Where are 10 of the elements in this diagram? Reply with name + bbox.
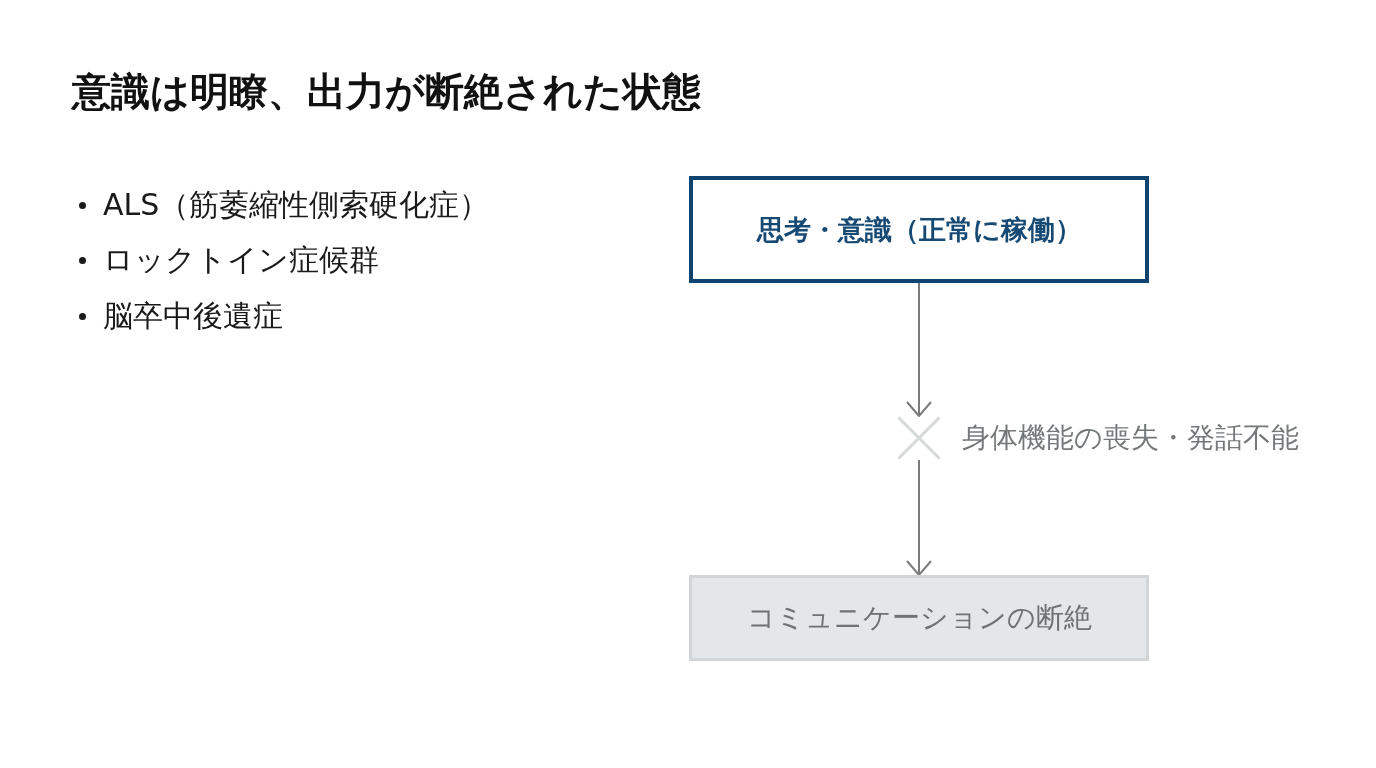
list-item: 脳卒中後遺症 xyxy=(103,297,283,335)
list-item: ロックトイン症候群 xyxy=(103,241,379,279)
slide-title: 意識は明瞭、出力が断絶された状態 xyxy=(72,68,701,116)
process-box: 思考・意識（正常に稼働） xyxy=(689,176,1149,283)
side-caption: 身体機能の喪失・発話不能 xyxy=(962,420,1299,456)
cross-mark xyxy=(897,416,941,460)
result-box: コミュニケーションの断絶 xyxy=(689,575,1149,661)
arrow xyxy=(906,282,932,417)
list-item: ALS（筋萎縮性側索硬化症） xyxy=(103,186,490,224)
arrow xyxy=(906,459,932,576)
